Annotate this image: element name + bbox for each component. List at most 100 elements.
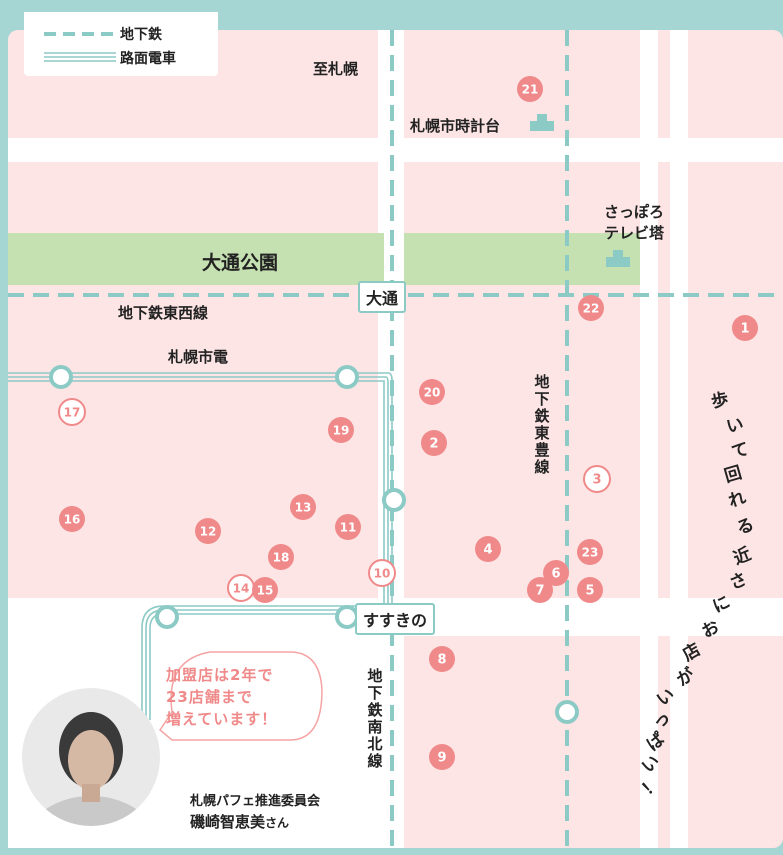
- shop-pin-circle: [421, 430, 447, 456]
- tram-stop: [155, 605, 179, 629]
- shop-pin-16[interactable]: 16: [59, 506, 85, 532]
- author-name: 磯崎智恵美: [190, 813, 266, 831]
- shop-pin-number: 20: [424, 386, 441, 400]
- shop-pin-number: 5: [585, 584, 594, 599]
- shop-pin-23[interactable]: 23: [577, 539, 603, 565]
- shop-pin-number: 1: [740, 322, 749, 337]
- shop-pin-circle: [429, 646, 455, 672]
- shop-pin-11[interactable]: 11: [335, 514, 361, 540]
- shop-pin-17[interactable]: 17: [58, 398, 86, 426]
- shop-pin-number: 10: [374, 567, 391, 581]
- shop-pin-circle: [252, 577, 278, 603]
- author-org: 札幌パフェ推進委員会: [190, 794, 321, 809]
- shop-pin-3[interactable]: 3: [583, 465, 611, 493]
- shop-pin-number: 15: [257, 584, 274, 598]
- shop-pin-circle: [475, 536, 501, 562]
- shop-pin-circle: [429, 744, 455, 770]
- legend: 地下鉄 路面電車: [24, 12, 218, 76]
- tram-stop: [335, 365, 359, 389]
- station-susukino: すすきの: [355, 603, 436, 635]
- shop-pin-1[interactable]: 1: [732, 315, 758, 341]
- shop-pin-circle: [59, 506, 85, 532]
- shop-pin-6[interactable]: 6: [543, 560, 569, 586]
- shop-pin-number: 14: [233, 582, 250, 596]
- shop-pin-10[interactable]: 10: [368, 559, 396, 587]
- shop-pin-circle: [58, 398, 86, 426]
- shop-pin-number: 22: [583, 302, 600, 316]
- shop-pin-21[interactable]: 21: [517, 76, 543, 102]
- shop-pin-number: 9: [437, 751, 446, 766]
- shop-pin-4[interactable]: 4: [475, 536, 501, 562]
- label-sapporo-tram: 札幌市電: [168, 348, 229, 366]
- tram-stop: [382, 488, 406, 512]
- shop-pin-number: 7: [535, 584, 544, 599]
- shop-pin-number: 13: [295, 501, 312, 515]
- author-honorific: さん: [265, 816, 290, 830]
- shop-pin-circle: [368, 559, 396, 587]
- shop-pin-number: 11: [340, 521, 357, 535]
- shop-pin-circle: [328, 417, 354, 443]
- shop-pin-22[interactable]: 22: [578, 295, 604, 321]
- shop-pin-9[interactable]: 9: [429, 744, 455, 770]
- shop-pin-circle: [527, 577, 553, 603]
- label-namboku-line: 地下鉄南北線: [367, 667, 383, 770]
- shop-pin-circle: [578, 295, 604, 321]
- label-clock-tower: 札幌市時計台: [410, 117, 501, 135]
- shop-pin-circle: [583, 465, 611, 493]
- quote-line: 増えています！: [166, 710, 278, 728]
- author: 札幌パフェ推進委員会 磯崎智恵美さん: [190, 790, 320, 832]
- tram-stop: [335, 605, 359, 629]
- shop-pin-number: 3: [592, 473, 601, 488]
- shop-pin-circle: [517, 76, 543, 102]
- label-odori-park: 大通公園: [202, 252, 279, 274]
- shop-pin-number: 21: [522, 83, 539, 97]
- shop-pin-circle: [577, 539, 603, 565]
- shop-pin-circle: [268, 544, 294, 570]
- shop-pin-13[interactable]: 13: [290, 494, 316, 520]
- road-v3: [670, 30, 688, 848]
- shop-pin-circle: [732, 315, 758, 341]
- shop-pin-19[interactable]: 19: [328, 417, 354, 443]
- legend-tram-label: 路面電車: [120, 51, 176, 67]
- shop-pin-7[interactable]: 7: [527, 577, 553, 603]
- label-to-sapporo: 至札幌: [313, 60, 359, 78]
- tv-tower-icon: [606, 250, 630, 267]
- speech-bubble-outline: [159, 651, 323, 741]
- shop-pin-20[interactable]: 20: [419, 379, 445, 405]
- odori-park: [8, 233, 384, 285]
- legend-subway-label: 地下鉄: [120, 27, 162, 43]
- shop-pin-14[interactable]: 14: [227, 574, 255, 602]
- shop-pin-number: 17: [64, 406, 81, 420]
- shop-pin-number: 19: [333, 424, 350, 438]
- shop-pin-circle: [419, 379, 445, 405]
- road-v2: [640, 30, 658, 848]
- shop-pin-18[interactable]: 18: [268, 544, 294, 570]
- shop-pin-number: 23: [582, 546, 599, 560]
- tram-stop: [49, 365, 73, 389]
- shop-pin-circle: [577, 577, 603, 603]
- shop-pin-number: 4: [483, 543, 492, 558]
- shop-pin-circle: [195, 518, 221, 544]
- shop-pin-number: 6: [551, 567, 560, 582]
- shop-pin-15[interactable]: 15: [252, 577, 278, 603]
- shop-pin-number: 8: [437, 653, 446, 668]
- subway-stop: [555, 700, 579, 724]
- shop-pin-circle: [543, 560, 569, 586]
- quote: 加盟店は2年で 23店舗まで 増えています！: [166, 664, 277, 730]
- shop-pin-2[interactable]: 2: [421, 430, 447, 456]
- clock-tower-icon: [530, 114, 554, 131]
- shop-pin-8[interactable]: 8: [429, 646, 455, 672]
- shop-pin-5[interactable]: 5: [577, 577, 603, 603]
- label-tozai-line: 地下鉄東西線: [118, 304, 209, 322]
- shop-pin-number: 18: [273, 551, 290, 565]
- shop-pin-circle: [335, 514, 361, 540]
- label-toho-line: 地下鉄東豊線: [534, 373, 550, 476]
- shop-pin-12[interactable]: 12: [195, 518, 221, 544]
- shop-pin-circle: [290, 494, 316, 520]
- shop-pin-number: 2: [429, 437, 438, 452]
- quote-line: 23店舗まで: [166, 688, 253, 706]
- shop-pin-number: 16: [64, 513, 81, 527]
- station-odori: 大通: [358, 281, 407, 313]
